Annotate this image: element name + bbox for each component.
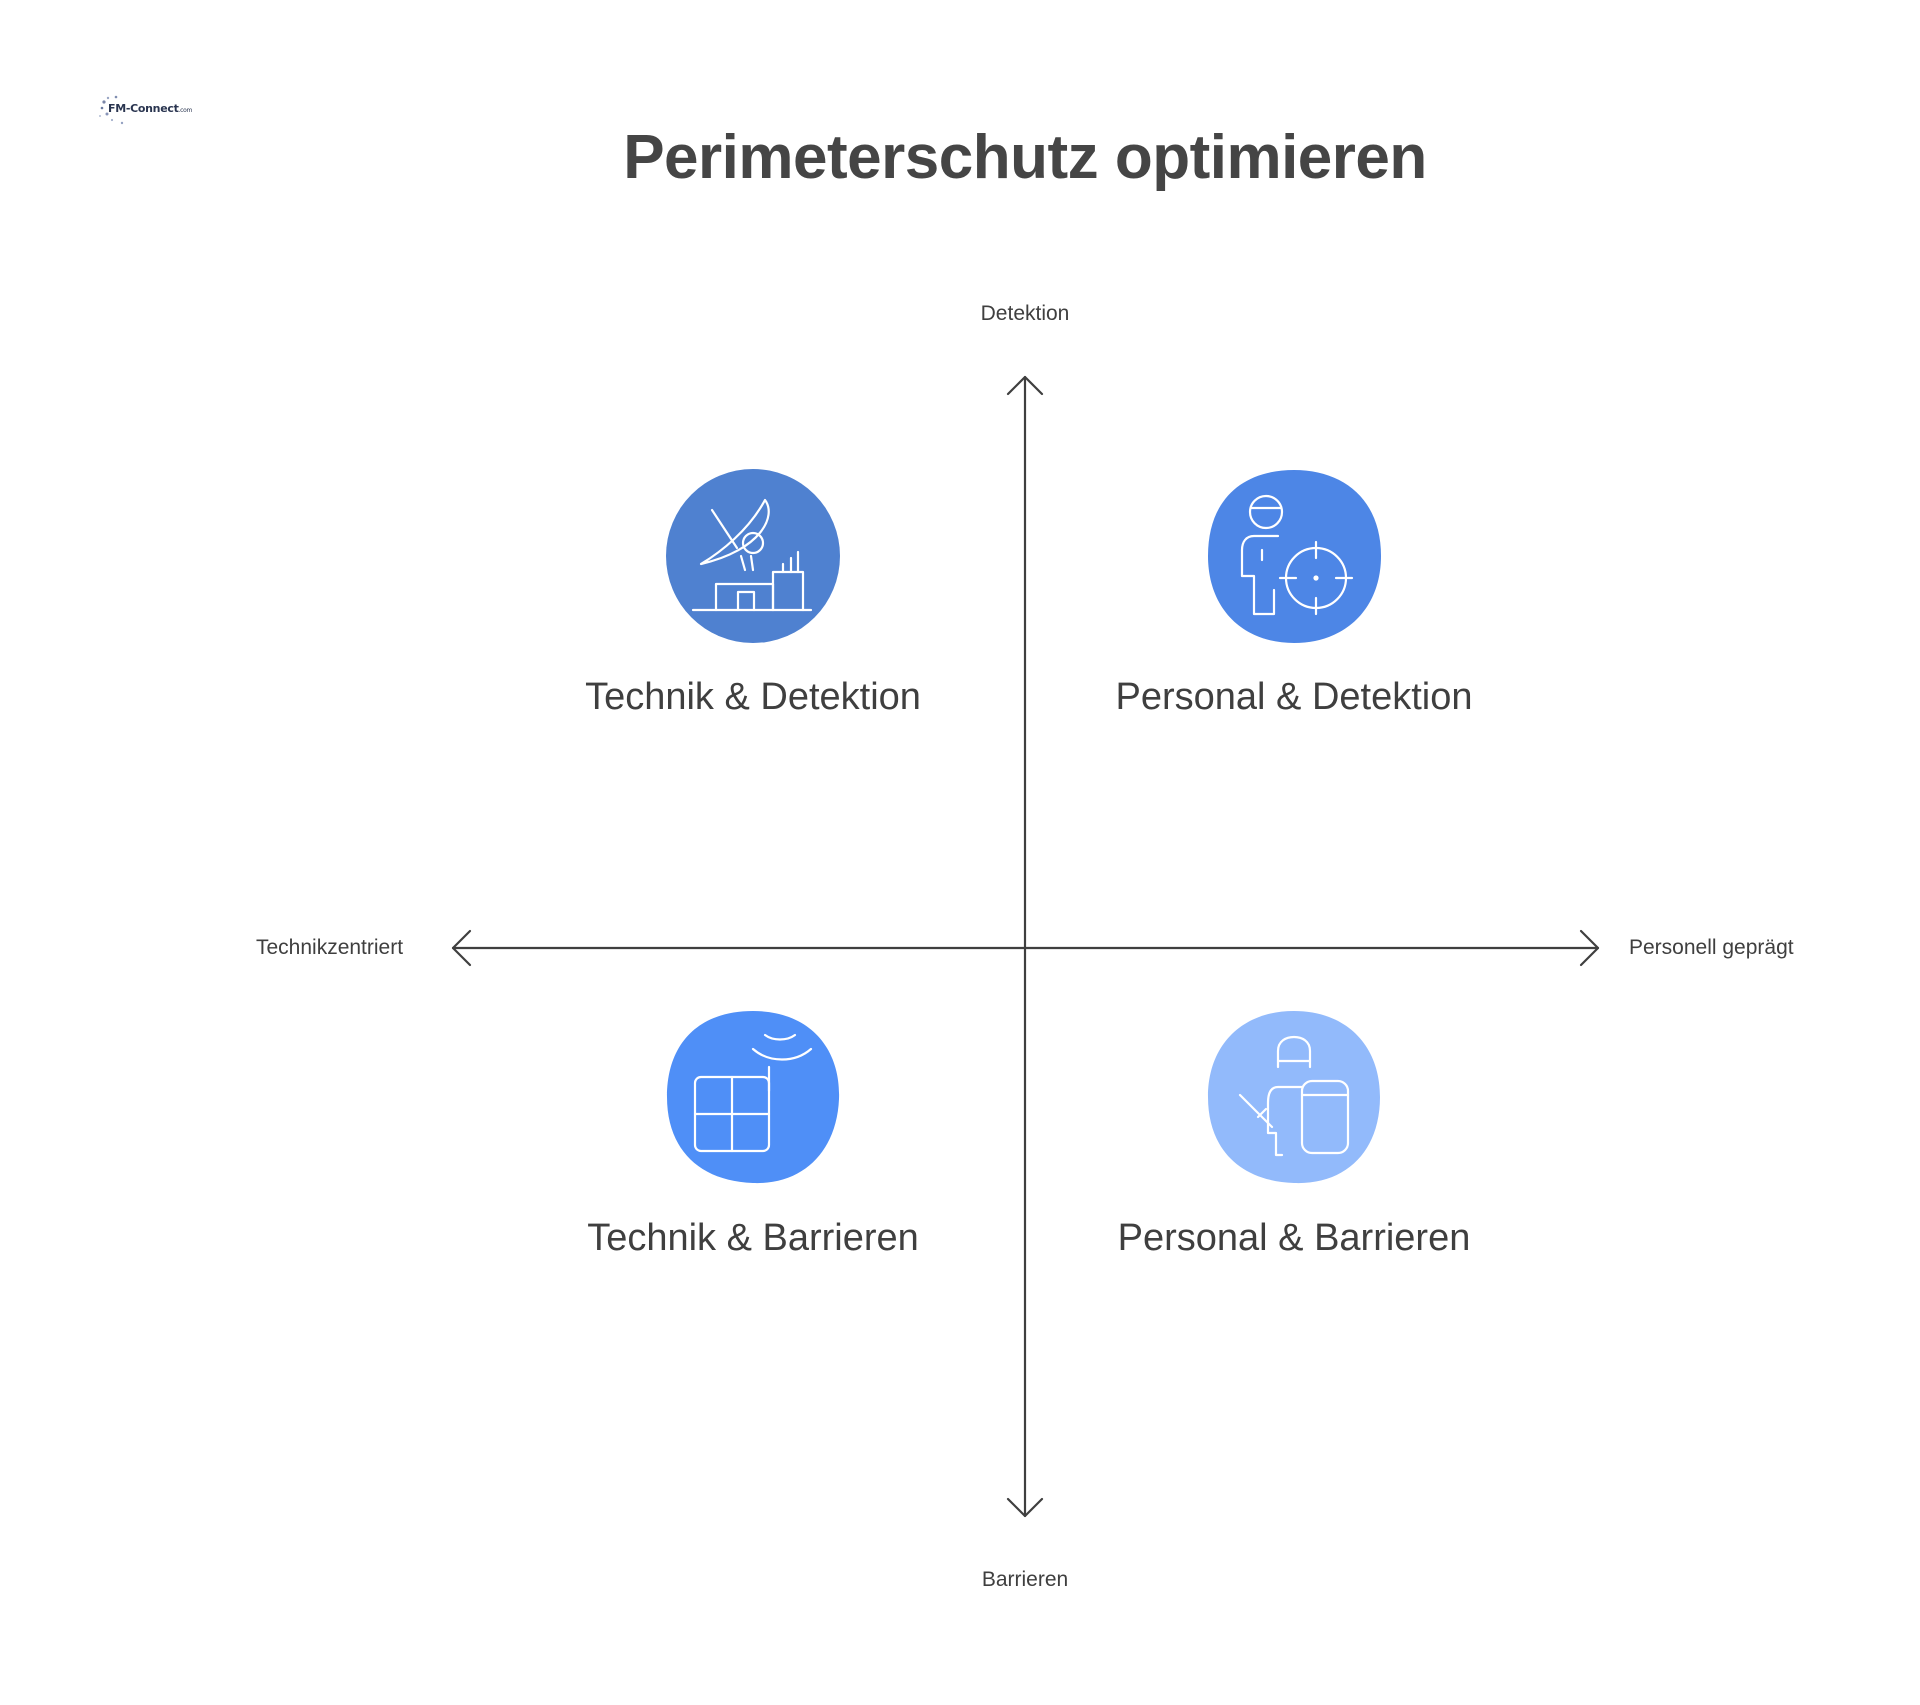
quadrant-label: Personal & Detektion <box>1115 676 1473 718</box>
quadrant-label: Technik & Detektion <box>585 676 921 718</box>
axis-label-top: Detektion <box>980 302 1070 325</box>
logo-suffix: .com <box>178 107 193 114</box>
quadrant-label: Personal & Barrieren <box>1117 1217 1471 1259</box>
logo-mark-icon <box>99 95 124 125</box>
page-title: Perimeterschutz optimieren <box>623 123 1427 192</box>
arrow-right-icon <box>1579 929 1600 967</box>
quadrant-technik-detektion: Technik & Detektion <box>503 468 1003 719</box>
guard-target-icon <box>1208 470 1381 643</box>
quadrant-personal-barrieren: Personal & Barrieren <box>1044 1009 1544 1260</box>
quadrant-label: Technik & Barrieren <box>587 1217 919 1259</box>
logo-text: FM-Connect <box>108 102 179 115</box>
axis-label-left: Technikzentriert <box>256 936 404 959</box>
arrow-down-icon <box>1006 1497 1044 1518</box>
arrow-up-icon <box>1006 375 1044 396</box>
arrow-left-icon <box>451 929 472 967</box>
guard-shield-icon <box>1208 1011 1380 1184</box>
wall-sensor-icon <box>667 1011 840 1184</box>
quadrant-technik-barrieren: Technik & Barrieren <box>503 1009 1003 1260</box>
company-logo: FM-Connect.com <box>98 94 192 128</box>
radar-dish-icon <box>666 469 840 643</box>
axis-label-bottom: Barrieren <box>981 1568 1069 1591</box>
axis-label-right: Personell geprägt <box>1629 936 1794 959</box>
quadrant-personal-detektion: Personal & Detektion <box>1044 468 1544 719</box>
